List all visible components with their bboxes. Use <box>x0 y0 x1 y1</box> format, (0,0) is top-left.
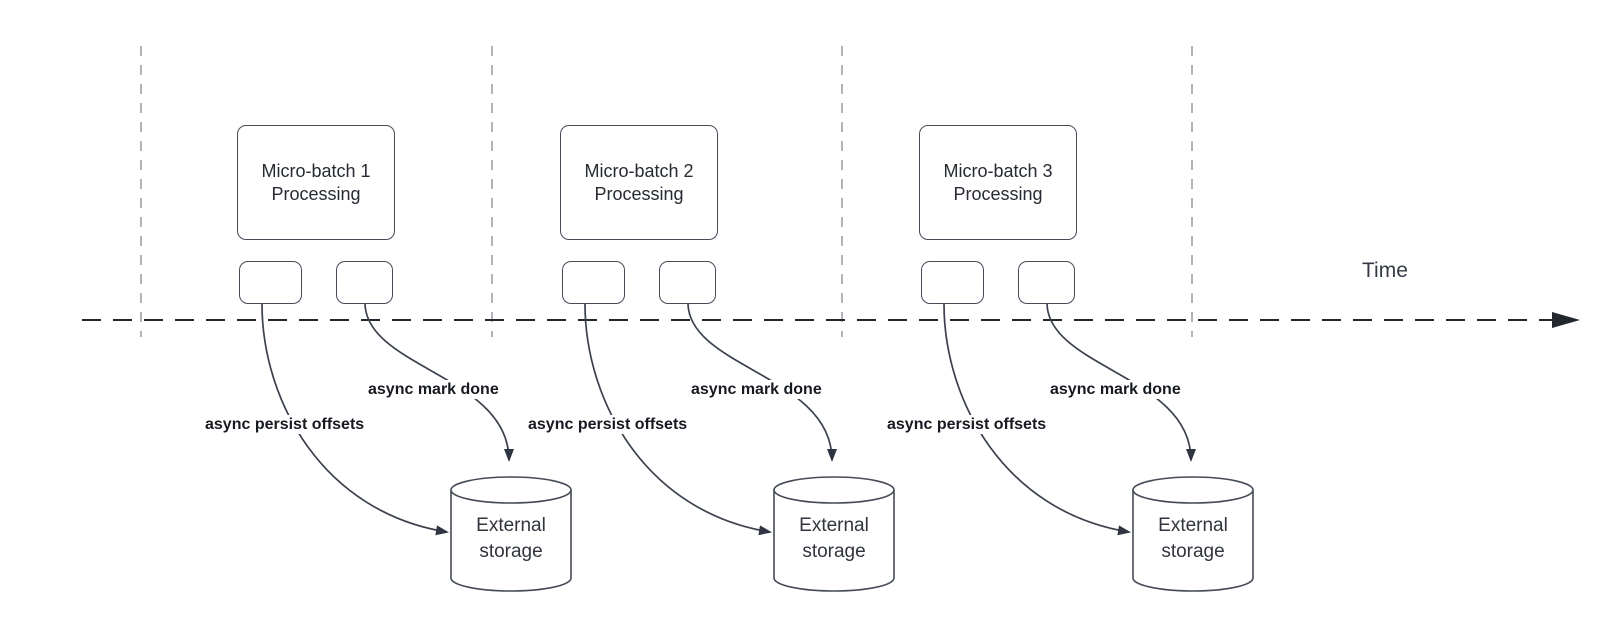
micro-batch-1-group: Micro-batch 1 Processing async mark done… <box>203 0 582 642</box>
batch-3-persist-offsets-task-box <box>921 261 984 304</box>
batch-1-mark-done-task-box <box>336 261 393 304</box>
batch-3-async-mark-done-label: async mark done <box>1048 380 1183 399</box>
micro-batch-1-processing-box: Micro-batch 1 Processing <box>237 125 395 240</box>
micro-batch-2-subtitle: Processing <box>594 183 684 204</box>
batch-2-external-storage-label: External storage <box>799 515 869 562</box>
micro-batch-2-processing-box: Micro-batch 2 Processing <box>560 125 718 240</box>
batch-1-external-storage-label: External storage <box>476 515 546 562</box>
batch-2-persist-offsets-task-box <box>562 261 625 304</box>
micro-batch-2-title: Micro-batch 2 <box>584 160 694 181</box>
batch-2-async-persist-offsets-label: async persist offsets <box>526 415 690 434</box>
batch-1-async-persist-offsets-label: async persist offsets <box>203 415 367 434</box>
batch-3-async-persist-offsets-label: async persist offsets <box>885 415 1049 434</box>
micro-batch-3-group: Micro-batch 3 Processing async mark done… <box>885 0 1264 642</box>
micro-batch-3-subtitle: Processing <box>953 183 1043 204</box>
batch-1-async-mark-done-label: async mark done <box>366 380 501 399</box>
time-axis-label: Time <box>1362 259 1408 282</box>
batch-1-persist-offsets-task-box <box>239 261 302 304</box>
micro-batch-3-processing-box: Micro-batch 3 Processing <box>919 125 1077 240</box>
micro-batch-2-group: Micro-batch 2 Processing async mark done… <box>526 0 905 642</box>
micro-batch-1-title: Micro-batch 1 <box>261 160 371 181</box>
batch-3-mark-done-task-box <box>1018 261 1075 304</box>
micro-batch-3-title: Micro-batch 3 <box>943 160 1053 181</box>
time-axis-arrowhead-icon <box>1552 312 1580 328</box>
batch-2-async-mark-done-label: async mark done <box>689 380 824 399</box>
batch-3-external-storage-label: External storage <box>1158 515 1228 562</box>
micro-batch-1-subtitle: Processing <box>271 183 361 204</box>
batch-2-mark-done-task-box <box>659 261 716 304</box>
